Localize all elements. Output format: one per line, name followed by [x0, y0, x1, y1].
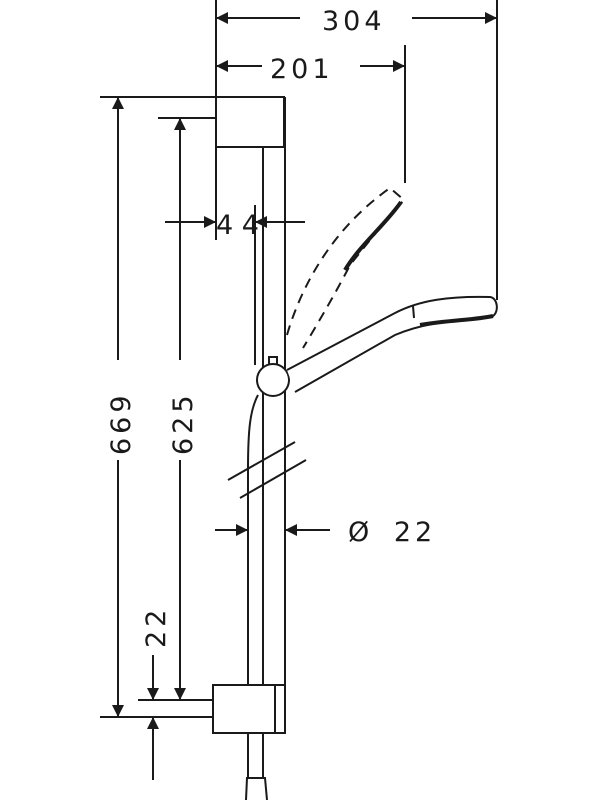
- slider[interactable]: [256, 363, 290, 397]
- hand-shower-detail: [412, 305, 415, 319]
- hand-shower-face: [419, 314, 494, 327]
- top-wall-bracket: [215, 96, 285, 148]
- hose: [247, 394, 259, 685]
- hand-shower: [286, 295, 498, 393]
- break-line: [227, 441, 296, 481]
- dim-label-201: 201: [270, 54, 334, 85]
- hose-nut: [245, 777, 268, 800]
- dim-label-669: 669: [106, 391, 137, 455]
- dim-label-diameter: Ø 22: [348, 517, 436, 548]
- dim-label-22: 22: [141, 606, 172, 648]
- hand-shower-alt-face: [343, 200, 403, 272]
- dim-label-44: 4 4: [216, 210, 259, 241]
- slider-knob: [268, 356, 278, 365]
- dim-label-625: 625: [168, 391, 199, 455]
- dim-label-304: 304: [322, 6, 386, 37]
- break-line: [239, 459, 307, 499]
